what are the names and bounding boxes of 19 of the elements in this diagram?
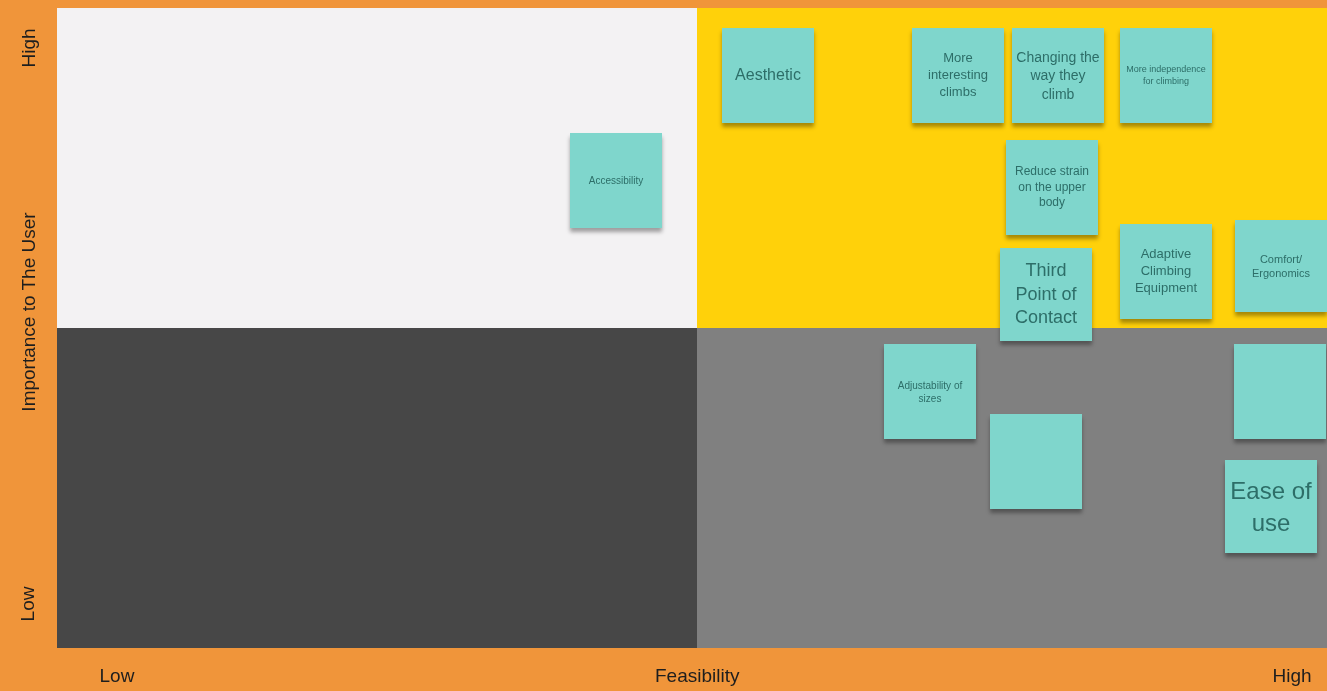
- sticky-note: Changing the way they climb: [1012, 28, 1104, 123]
- axis-label: Low: [99, 665, 135, 687]
- sticky-note: Reduce strain on the upper body: [1006, 140, 1098, 235]
- sticky-note: Third Point of Contact: [1000, 248, 1092, 341]
- axis-label: High: [1272, 665, 1312, 687]
- axis-title: Importance to The User: [17, 212, 40, 412]
- sticky-note: [1234, 344, 1326, 439]
- sticky-note: Ease of use: [1225, 460, 1317, 553]
- axis-label: Low: [16, 586, 39, 622]
- sticky-note: Adjustability of sizes: [884, 344, 976, 439]
- sticky-note: Adaptive Climbing Equipment: [1120, 224, 1212, 319]
- sticky-note: Comfort/ Ergonomics: [1235, 220, 1327, 312]
- axis-title: Feasibility: [655, 665, 740, 687]
- sticky-note: Accessibility: [570, 133, 662, 228]
- sticky-note: More independence for climbing: [1120, 28, 1212, 123]
- axis-label: High: [17, 28, 40, 68]
- sticky-note: [990, 414, 1082, 509]
- sticky-note: Aesthetic: [722, 28, 814, 123]
- sticky-note: More interesting climbs: [912, 28, 1004, 123]
